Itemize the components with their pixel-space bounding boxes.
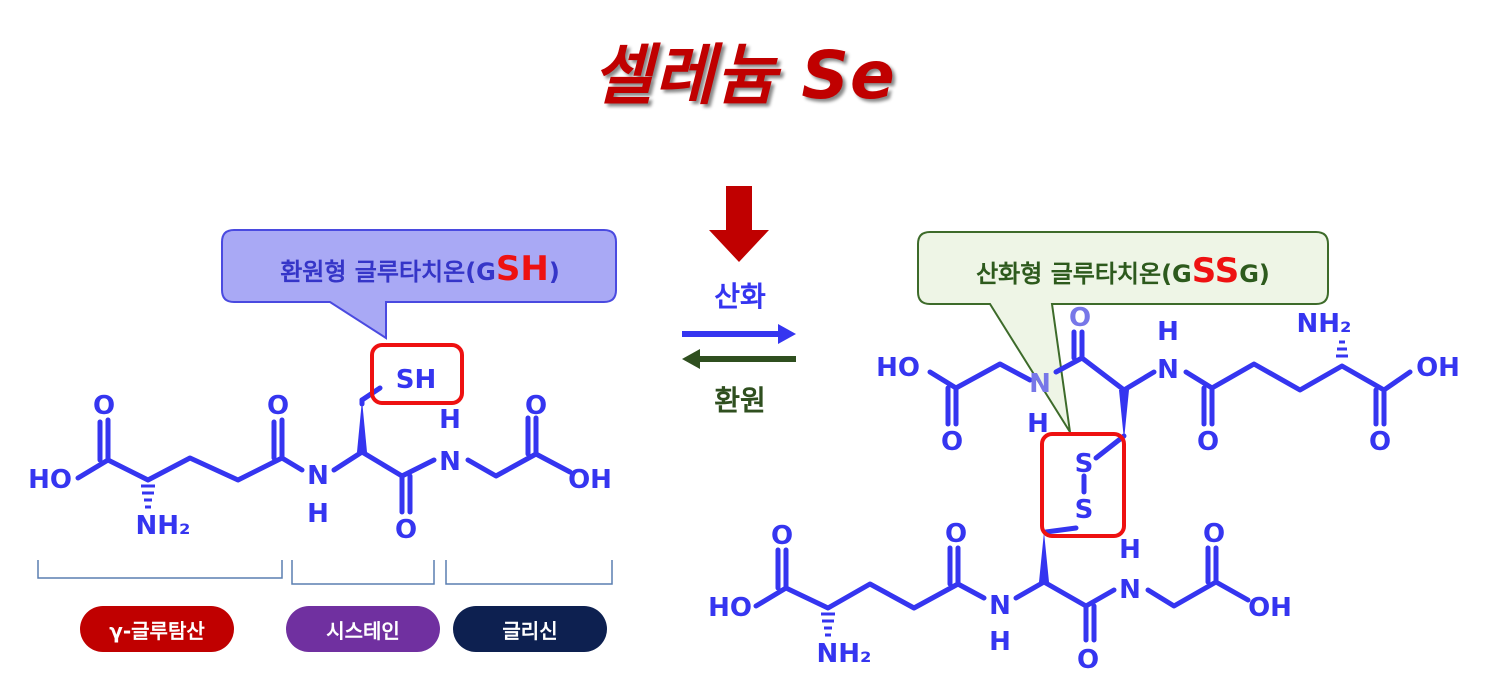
gssg-atom-ho: HO [708, 593, 752, 623]
gssg-atom-n: N [989, 591, 1011, 621]
oxidation-label: 산화 [714, 280, 766, 313]
residue-pill-cysteine: 시스테인 [286, 606, 440, 652]
right-arrow-icon [682, 324, 796, 344]
gssg-molecule [753, 329, 1413, 643]
gsh-atom-nh2: NH₂ [136, 511, 191, 541]
svg-text:환원형 글루타치온(GSH): 환원형 글루타치온(GSH) [280, 249, 560, 289]
gssg-atom-oh: OH [1248, 593, 1292, 623]
gssg-atom-s: S [1075, 495, 1094, 525]
sh-highlight-box [370, 343, 464, 405]
gsh-atom-h: H [307, 499, 329, 529]
gsh-atom-o: O [267, 391, 289, 421]
gsh-atom-o: O [93, 391, 115, 421]
gsh-atom-n: N [307, 461, 329, 491]
oxidized-callout: 산화형 글루타치온(GSSG) [917, 231, 1329, 433]
gssg-atom-h: H [1157, 317, 1179, 347]
gssg-atom-n: N [1157, 355, 1179, 385]
reduced-label-sh: SH [496, 249, 549, 289]
reduced-callout: 환원형 글루타치온(GSH) [221, 229, 617, 340]
gssg-atom-oh: OH [1416, 353, 1460, 383]
gssg-atom-o: O [1069, 303, 1091, 333]
gssg-atom-o: O [1077, 645, 1099, 675]
page-title: 셀레늄 Se [592, 37, 896, 114]
gsh-atom-o: O [525, 391, 547, 421]
residue-pill-glutamate: γ-글루탐산 [80, 606, 234, 652]
gsh-atom-ho: HO [28, 465, 72, 495]
gssg-wedge-top [1119, 390, 1129, 440]
gssg-atom-o: O [1203, 519, 1225, 549]
gssg-atom-o: O [1369, 427, 1391, 457]
gssg-atom-nh2: NH₂ [817, 639, 872, 669]
gsh-atom-sh: SH [396, 365, 437, 395]
gsh-hash [141, 484, 155, 509]
gsh-wedge [357, 400, 367, 452]
gssg-atom-nh2: NH₂ [1297, 309, 1352, 339]
gssg-hash-top [1336, 340, 1348, 358]
oxidized-label-prefix: 산화형 글루타치온(G [976, 260, 1192, 288]
residue-brackets [37, 560, 613, 585]
oxidized-label-ss: SS [1192, 251, 1239, 291]
reduced-label-suffix: ) [549, 258, 560, 286]
gsh-atom-oh: OH [568, 465, 612, 495]
gssg-hash-bottom [821, 612, 835, 637]
gsh-atom-n: N [439, 447, 461, 477]
gssg-atom-o: O [945, 519, 967, 549]
gssg-atom-n: N [1029, 369, 1051, 399]
reduction-label: 환원 [714, 384, 766, 417]
gsh-atom-o: O [395, 515, 417, 545]
oxidized-label-suffix: G) [1239, 260, 1270, 288]
reduced-label-prefix: 환원형 글루타치온(G [280, 258, 496, 286]
gssg-atom-n: N [1119, 575, 1141, 605]
gssg-atom-s: S [1075, 449, 1094, 479]
down-arrow-icon [709, 186, 769, 262]
gssg-atom-o: O [941, 427, 963, 457]
svg-text:산화형 글루타치온(GSSG): 산화형 글루타치온(GSSG) [976, 251, 1270, 291]
gssg-atom-o: O [1197, 427, 1219, 457]
residue-pill-glycine: 글리신 [453, 606, 607, 652]
gssg-wedge-bottom [1039, 532, 1049, 582]
left-arrow-icon [682, 349, 796, 369]
gssg-atom-h: H [989, 627, 1011, 657]
gssg-atom-o: O [771, 521, 793, 551]
gsh-atom-h: H [439, 405, 461, 435]
gssg-atom-ho: HO [876, 353, 920, 383]
gssg-atom-h: H [1119, 535, 1141, 565]
ss-highlight-box [1040, 432, 1126, 538]
gsh-molecule [75, 385, 573, 515]
gssg-atom-h: H [1027, 409, 1049, 439]
